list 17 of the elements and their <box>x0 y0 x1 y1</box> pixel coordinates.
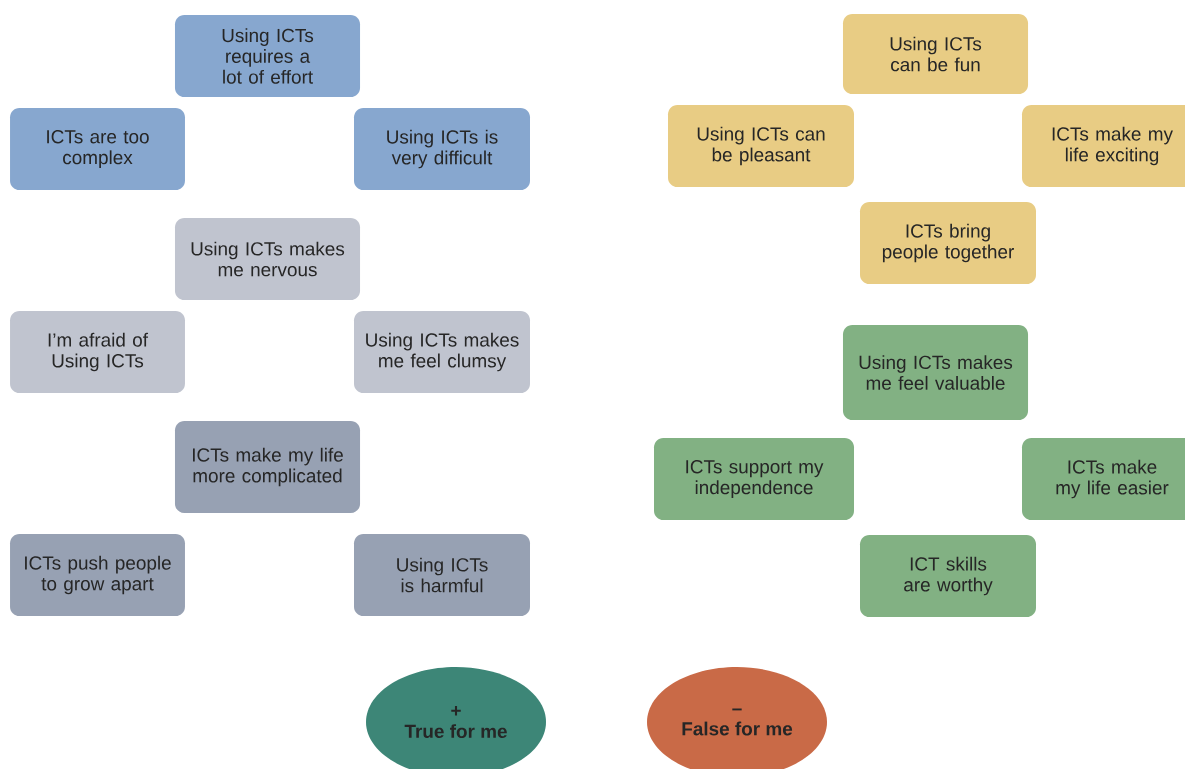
statement-box: ICTs support my independence <box>654 438 854 520</box>
statement-box: Using ICTs can be pleasant <box>668 105 854 187</box>
statement-box: Using ICTs is very difficult <box>354 108 530 190</box>
statement-box: Using ICTs can be fun <box>843 14 1029 94</box>
statement-box: ICTs bring people together <box>860 202 1036 284</box>
statement-box: ICTs push people to grow apart <box>10 534 185 616</box>
statement-box: ICT skills are worthy <box>860 535 1036 617</box>
statement-box: ICTs are too complex <box>10 108 185 190</box>
statement-box: ICTs make my life more complicated <box>174 421 361 513</box>
statement-box: Using ICTs makes me feel valuable <box>843 325 1029 420</box>
statement-box: Using ICTs makes me feel clumsy <box>354 311 530 393</box>
statement-box: I’m afraid of Using ICTs <box>10 311 185 393</box>
statement-box: Using ICTs requires a lot of effort <box>174 15 361 97</box>
statement-box: Using ICTs is harmful <box>354 534 530 616</box>
statement-box: ICTs make my life easier <box>1022 438 1185 520</box>
statement-box: ICTs make my life exciting <box>1022 105 1185 187</box>
statement-box: Using ICTs makes me nervous <box>174 218 361 300</box>
